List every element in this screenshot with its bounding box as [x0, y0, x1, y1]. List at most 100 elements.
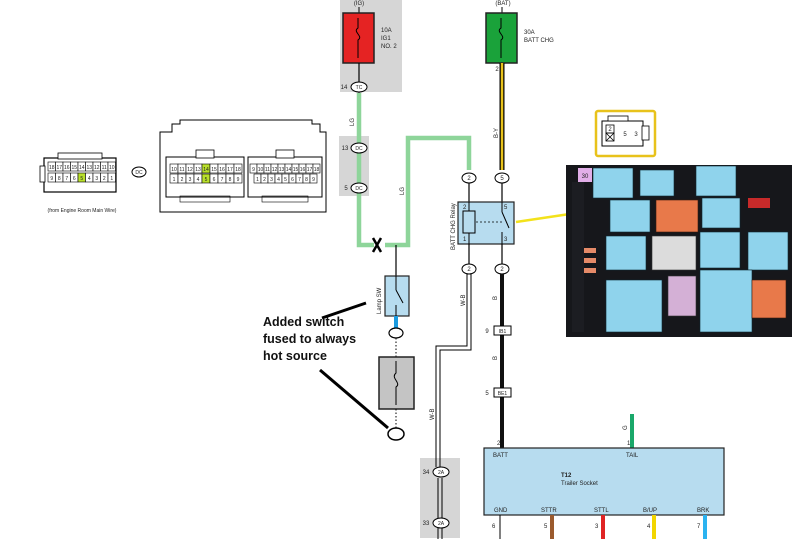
annotation-line-2: fused to always [263, 332, 356, 346]
side-bottom-pin-label: 5 [80, 176, 83, 182]
svg-text:DC: DC [355, 186, 363, 192]
pin-gnd-num: 6 [492, 524, 496, 530]
ecu-a-bottom-pin-label: 9 [237, 177, 240, 183]
socket-pin-3: 3 [634, 132, 638, 138]
ecu-b-top-pin-label: 9 [252, 167, 255, 173]
dc-side-oval [131, 166, 147, 178]
ecu-a-bottom-pin-label: 3 [189, 177, 192, 183]
annotation-pointer [319, 368, 389, 430]
ecu-a-bottom-pin-label: 1 [173, 177, 176, 183]
bat-source-label: (BAT) [495, 1, 510, 7]
ig-source-label: (IG) [354, 1, 364, 7]
svg-text:2A: 2A [438, 521, 445, 527]
be1-pin: 5 [485, 391, 489, 397]
ecu-a-top-pin-label: 17 [227, 167, 233, 173]
lg-wire-label-1: LG [350, 118, 356, 126]
trailer-socket-code: T12 [561, 473, 572, 479]
svg-text:2A: 2A [438, 470, 445, 476]
relay-pin-low-right: 3 [504, 237, 508, 243]
ecu-b-bottom-pin-label: 2 [263, 177, 266, 183]
annotation-pointer-switch [321, 301, 367, 320]
socket-pin-2: 2 [608, 127, 612, 133]
wire-cut-mark [371, 237, 383, 253]
dc-bottom-pin: 5 [344, 186, 348, 192]
ecu-b-bottom-pin-label: 9 [312, 177, 315, 183]
ecu-b-top-pin-label: 13 [279, 167, 285, 173]
relay-pin-low-right-oval: 2 [500, 267, 504, 273]
pin-tail-label: TAIL [626, 453, 639, 459]
pin-bup-num: 4 [647, 524, 651, 530]
ecu-b-bottom-pin-label: 6 [291, 177, 294, 183]
ig-fuse-name1: IG1 [381, 36, 391, 42]
ecu-b-bottom-pin-label: 4 [277, 177, 280, 183]
annotation-line-3: hot source [263, 349, 327, 363]
ecu-a-bottom-pin-label: 6 [213, 177, 216, 183]
bat-fuse-name: BATT CHG [524, 38, 554, 44]
ecu-b-bottom-cell [309, 173, 318, 184]
ecu-a-bottom-pin-label: 4 [197, 177, 200, 183]
ecu-b-top-pin-label: 17 [307, 167, 313, 173]
side-bottom-pin-label: 4 [88, 176, 91, 182]
2a-bottom-pin: 33 [423, 521, 430, 527]
ecu-a-bottom-pin-label: 5 [205, 177, 208, 183]
ecu-a-top-pin-label: 11 [179, 167, 184, 173]
wb-wire [435, 274, 472, 518]
ecu-b-bottom-pin-label: 1 [256, 177, 259, 183]
by-wire-label: B-Y [494, 128, 500, 138]
connector-dc-bottom: DC 5 [344, 182, 368, 194]
added-fuse-symbol [393, 361, 399, 405]
side-bottom-pin-label: 9 [50, 176, 53, 182]
side-top-pin-label: 13 [86, 165, 92, 171]
ecu-a-top-cell [233, 163, 243, 174]
svg-text:DC: DC [355, 146, 363, 152]
g-wire-label: G [623, 425, 629, 430]
side-bottom-pin-label: 1 [110, 176, 113, 182]
photo-relay-30: 30 [582, 174, 589, 180]
ecu-a-top-pin-label: 15 [211, 167, 217, 173]
ecu-a-top-pin-label: 13 [195, 167, 201, 173]
always-hot-source-connector [387, 427, 405, 441]
dc-side-label: DC [135, 170, 143, 176]
ig-fuse-symbol [355, 18, 361, 58]
ecu-b-top-cell [312, 163, 321, 174]
trailer-socket [483, 447, 725, 516]
relay-pin-ovals [461, 172, 510, 275]
side-top-pin-label: 14 [79, 165, 85, 171]
side-top-cell [107, 161, 116, 172]
ecu-b-bottom-pin-label: 3 [270, 177, 273, 183]
dc-top-pin: 13 [342, 146, 349, 152]
svg-text:TC: TC [356, 85, 363, 91]
bat-fuse-rating: 30A [524, 30, 535, 36]
relay-pin-mid-right: 5 [504, 205, 508, 211]
ecu-a-top-pin-label: 12 [187, 167, 193, 173]
ecu-a-top-pin-label: 16 [219, 167, 225, 173]
svg-text:BE1: BE1 [498, 391, 508, 397]
ecu-b-top-pin-label: 18 [314, 167, 320, 173]
side-top-pin-label: 11 [102, 165, 107, 171]
lamp-sw-connector [388, 327, 404, 339]
ecu-b-bottom-pin-label: 5 [284, 177, 287, 183]
tc-pin: 14 [341, 85, 348, 91]
pin-brk-num: 7 [697, 524, 701, 530]
fuse-box-photo: 30 [566, 165, 792, 337]
ecu-b-top-pin-label: 15 [293, 167, 299, 173]
relay-socket-icon: 2 5 3 [594, 109, 657, 158]
b-wire-label-1: B [493, 296, 499, 300]
pin-batt-label: BATT [493, 453, 508, 459]
ig-fuse-name2: NO. 2 [381, 44, 397, 50]
relay-pin-low-left-oval: 2 [467, 267, 471, 273]
relay-label: BATT CHG Relay [451, 203, 457, 250]
side-bottom-pin-label: 8 [58, 176, 61, 182]
pin-bup-label: B/UP [643, 508, 657, 514]
ecu-b-bottom-pin-label: 8 [305, 177, 308, 183]
ecu-b-top-pin-label: 14 [286, 167, 292, 173]
ecu-b-top-pin-label: 10 [258, 167, 264, 173]
side-top-pin-label: 16 [64, 165, 70, 171]
ib1-pin: 9 [485, 329, 489, 335]
relay-pin-top-right: 5 [500, 176, 504, 182]
connector-2a-bottom: 2A 33 [423, 517, 450, 529]
pin-tail-num: 1 [627, 441, 631, 447]
side-top-pin-label: 12 [94, 165, 100, 171]
